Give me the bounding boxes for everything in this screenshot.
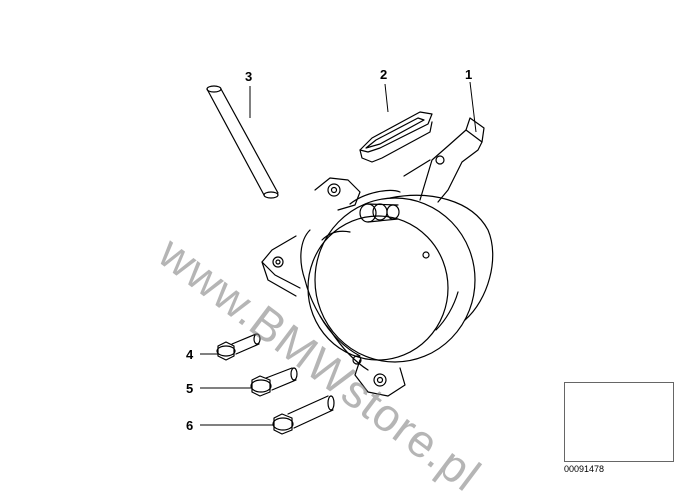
callout-2: 2 [380,67,388,82]
tube-part-3[interactable] [206,85,279,199]
thumbnail-frame [564,382,674,462]
callout-4: 4 [186,347,194,362]
parts-diagram [200,81,669,447]
callout-6: 6 [186,418,194,433]
bolt-part-6[interactable] [272,395,335,435]
reference-id: 00091478 [564,464,605,474]
bolt-part-4[interactable] [216,333,261,361]
vacuum-pump-part-1[interactable] [261,117,494,397]
callout-5: 5 [186,381,194,396]
bolt-part-5[interactable] [250,367,298,397]
seal-part-2[interactable] [359,111,433,163]
callout-3: 3 [245,69,253,84]
leader-lines [200,81,477,426]
callout-1: 1 [465,67,473,82]
